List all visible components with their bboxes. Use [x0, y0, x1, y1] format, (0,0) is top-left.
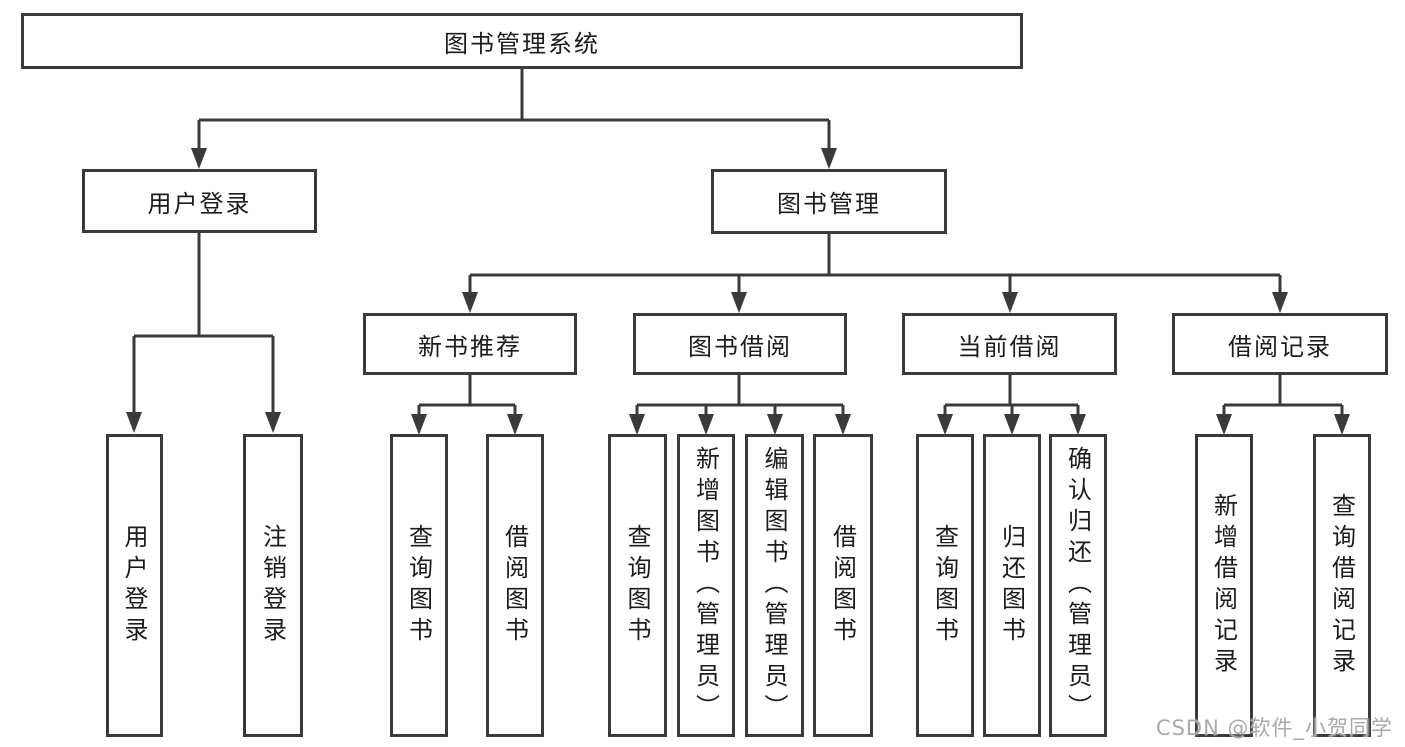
watermark-text: CSDN @软件_小贺同学	[1155, 716, 1393, 740]
leaf-return-book: 归还图书	[983, 434, 1041, 737]
arrow-down-icon	[1334, 414, 1350, 435]
arrow-down-icon	[462, 292, 478, 313]
node-borrow-records: 借阅记录	[1172, 313, 1388, 375]
leaf-borrow-query-book: 查询图书	[608, 434, 667, 737]
arrow-down-icon	[629, 414, 645, 435]
connector-book-management	[468, 234, 1282, 294]
leaf-add-borrow-record: 新增借阅记录	[1195, 434, 1253, 737]
leaf-confirm-return-admin: 确认归还（管理员）	[1049, 434, 1107, 737]
arrow-down-icon	[821, 148, 837, 169]
leaf-recommend-query-book: 查询图书	[390, 434, 448, 737]
arrow-down-icon	[1070, 414, 1086, 435]
node-book-management: 图书管理	[711, 169, 947, 234]
arrow-down-icon	[767, 414, 783, 435]
connector-book-borrow	[635, 375, 845, 416]
leaf-add-book-admin: 新增图书（管理员）	[677, 434, 735, 737]
connector-user-login	[132, 233, 275, 414]
arrow-down-icon	[1004, 414, 1020, 435]
arrow-down-icon	[698, 414, 714, 435]
arrow-down-icon	[191, 148, 207, 169]
leaf-edit-book-admin: 编辑图书（管理员）	[745, 434, 804, 737]
arrow-down-icon	[1002, 292, 1018, 313]
leaf-user-login: 用户登录	[106, 434, 163, 737]
node-root: 图书管理系统	[21, 13, 1023, 69]
arrow-down-icon	[507, 414, 523, 435]
arrow-down-icon	[126, 412, 142, 433]
arrow-down-icon	[411, 414, 427, 435]
connector-current-borrow	[943, 375, 1080, 416]
connector-borrow-records	[1222, 375, 1344, 416]
node-new-book-recommend: 新书推荐	[363, 313, 577, 375]
leaf-current-query-book: 查询图书	[916, 434, 974, 737]
node-current-borrow: 当前借阅	[902, 313, 1117, 375]
arrow-down-icon	[835, 414, 851, 435]
arrowheads	[126, 148, 1350, 435]
arrow-down-icon	[731, 292, 747, 313]
connector-root	[197, 69, 831, 150]
node-user-login: 用户登录	[82, 169, 317, 233]
leaf-query-borrow-record: 查询借阅记录	[1313, 434, 1371, 737]
leaf-borrow-book: 借阅图书	[813, 434, 873, 737]
arrow-down-icon	[1216, 414, 1232, 435]
node-book-borrow: 图书借阅	[633, 313, 847, 375]
leaf-recommend-borrow-book: 借阅图书	[486, 434, 544, 737]
connector-new-book-recommend	[417, 375, 517, 416]
arrow-down-icon	[265, 412, 281, 433]
leaf-logout: 注销登录	[243, 434, 303, 737]
arrow-down-icon	[937, 414, 953, 435]
arrow-down-icon	[1272, 292, 1288, 313]
